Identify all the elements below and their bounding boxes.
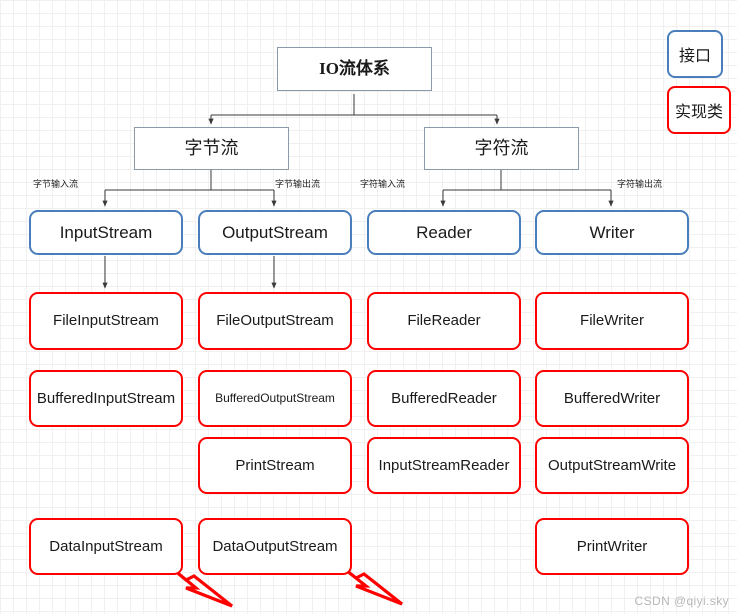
node-file-input-stream[interactable]: FileInputStream (29, 292, 183, 350)
node-buffered-writer[interactable]: BufferedWriter (535, 370, 689, 427)
edge-label-char-input: 字符输入流 (360, 179, 406, 189)
node-data-input-stream[interactable]: DataInputStream (29, 518, 183, 575)
node-input-stream[interactable]: InputStream (29, 210, 183, 255)
node-buffered-reader[interactable]: BufferedReader (367, 370, 521, 427)
edge-label-byte-output: 字节输出流 (275, 179, 321, 189)
node-file-reader[interactable]: FileReader (367, 292, 521, 350)
node-writer[interactable]: Writer (535, 210, 689, 255)
edge-label-byte-input: 字节输入流 (33, 179, 79, 189)
node-byte-stream-group[interactable]: 字节流 (134, 127, 289, 170)
node-label: OutputStreamWrite (547, 456, 677, 474)
node-label: InputStream (59, 222, 153, 242)
node-label: Writer (589, 222, 635, 242)
edge-label-char-output: 字符输出流 (617, 179, 663, 189)
node-label: BufferedInputStream (36, 389, 176, 407)
node-label: FileReader (407, 312, 481, 330)
node-label: DataInputStream (49, 537, 163, 555)
node-buffered-output-stream[interactable]: BufferedOutputStream (198, 370, 352, 427)
node-label: PrintStream (235, 456, 315, 474)
node-label: IO流体系 (319, 59, 390, 79)
node-input-stream-reader[interactable]: InputStreamReader (367, 437, 521, 494)
node-data-output-stream[interactable]: DataOutputStream (198, 518, 352, 575)
node-file-output-stream[interactable]: FileOutputStream (198, 292, 352, 350)
node-label: InputStreamReader (378, 456, 510, 474)
node-output-stream-write[interactable]: OutputStreamWrite (535, 437, 689, 494)
node-print-stream[interactable]: PrintStream (198, 437, 352, 494)
node-buffered-input-stream[interactable]: BufferedInputStream (29, 370, 183, 427)
node-character-stream-group[interactable]: 字符流 (424, 127, 579, 170)
node-label: Reader (416, 222, 472, 242)
legend-implementation: 实现类 (667, 86, 731, 134)
legend-interface: 接口 (667, 30, 723, 78)
node-label: 字符流 (474, 138, 529, 159)
node-label: BufferedWriter (563, 389, 661, 407)
watermark: CSDN @qiyi.sky (634, 594, 729, 608)
node-label: FileWriter (580, 312, 644, 330)
node-file-writer[interactable]: FileWriter (535, 292, 689, 350)
node-label: DataOutputStream (212, 537, 338, 555)
node-output-stream[interactable]: OutputStream (198, 210, 352, 255)
node-print-writer[interactable]: PrintWriter (535, 518, 689, 575)
node-label: BufferedReader (391, 389, 497, 407)
legend-interface-label: 接口 (678, 48, 711, 65)
node-label: PrintWriter (576, 537, 648, 555)
node-label: FileOutputStream (216, 312, 334, 330)
node-label: FileInputStream (53, 312, 159, 330)
node-reader[interactable]: Reader (367, 210, 521, 255)
node-label: BufferedOutputStream (215, 390, 335, 405)
legend-implementation-label: 实现类 (674, 104, 723, 121)
node-label: 字节流 (184, 138, 239, 159)
node-io-stream-system[interactable]: IO流体系 (277, 47, 432, 91)
node-label: OutputStream (222, 222, 328, 242)
